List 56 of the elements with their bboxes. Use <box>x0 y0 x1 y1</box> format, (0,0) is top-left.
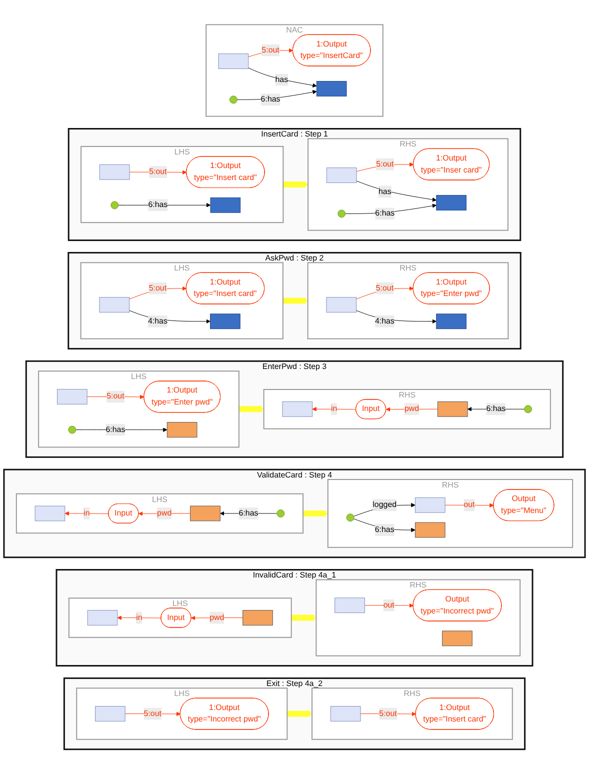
node-person <box>68 426 76 434</box>
arrow <box>302 510 328 516</box>
cluster <box>3 468 586 558</box>
node-box <box>218 54 249 69</box>
node-person <box>524 405 532 414</box>
node-box <box>34 506 66 522</box>
cluster <box>308 138 508 231</box>
cluster <box>307 262 509 340</box>
node-box <box>326 297 357 313</box>
node-box <box>436 195 466 210</box>
node-box <box>99 164 130 180</box>
node-box <box>242 610 273 626</box>
cluster <box>263 388 551 430</box>
node-box <box>326 168 357 183</box>
cluster <box>38 370 240 448</box>
cluster <box>316 579 521 656</box>
node-person <box>346 514 354 522</box>
cluster <box>56 569 534 667</box>
cluster <box>25 360 564 458</box>
arrow <box>282 182 308 188</box>
cluster <box>68 252 522 350</box>
cluster <box>68 598 292 638</box>
arrow <box>282 298 308 304</box>
cluster <box>206 24 384 117</box>
cluster <box>63 677 526 750</box>
cluster <box>80 146 284 224</box>
node-box <box>99 297 130 313</box>
node-box <box>414 522 446 538</box>
arrow <box>286 710 312 717</box>
node-box <box>56 389 88 404</box>
arrow <box>290 614 316 621</box>
node-box <box>210 314 240 330</box>
arrow <box>238 406 264 412</box>
cluster <box>76 688 288 740</box>
cluster <box>16 493 304 534</box>
node-person <box>276 509 285 518</box>
node-box <box>190 506 220 522</box>
node-box <box>437 401 468 417</box>
cluster <box>327 479 574 548</box>
node-box <box>414 497 446 513</box>
node-box <box>330 706 361 722</box>
cluster <box>68 128 522 242</box>
node-box <box>442 630 472 646</box>
node-box <box>87 610 118 626</box>
node-box <box>316 81 347 96</box>
cluster <box>312 688 513 740</box>
node-box <box>436 314 466 330</box>
node-box <box>166 422 198 438</box>
node-box <box>282 401 313 417</box>
node-box <box>95 706 126 722</box>
cluster <box>80 262 284 340</box>
node-person <box>229 96 238 104</box>
node-person <box>338 210 346 218</box>
node-person <box>110 201 119 210</box>
node-box <box>210 197 241 213</box>
node-box <box>334 598 365 614</box>
